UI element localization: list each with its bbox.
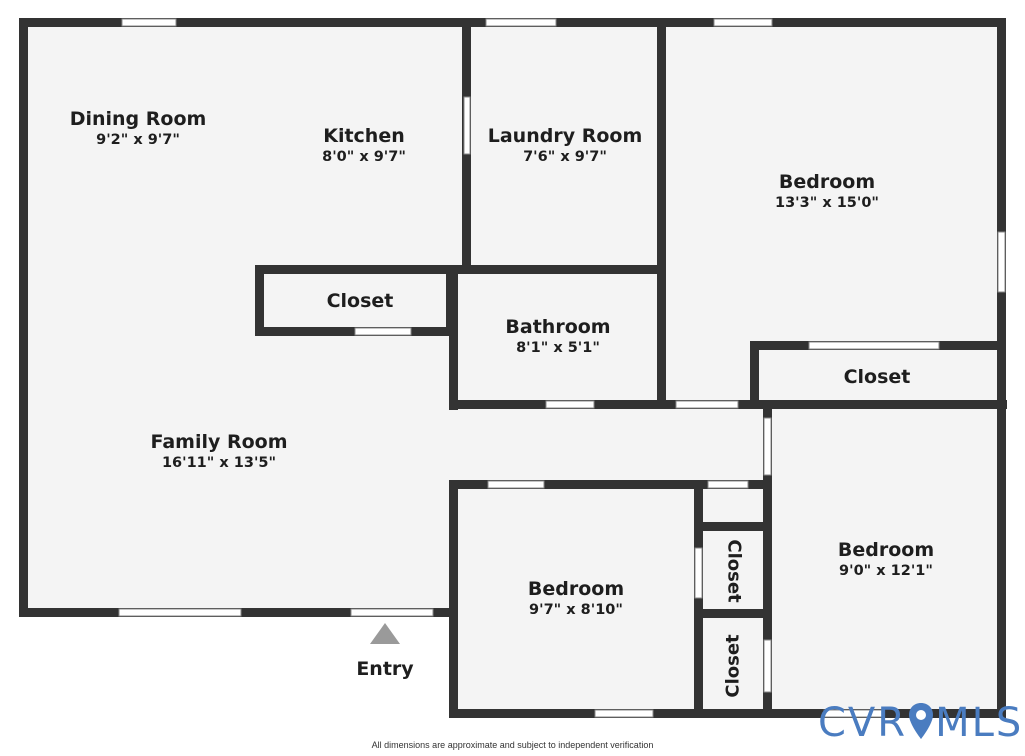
room-name: Bedroom [837,539,935,561]
room-laundry: Laundry Room 7'6" x 9'7" [488,125,643,167]
windows [118,18,1006,718]
wall-closet-top [255,265,665,274]
room-bedroom-right: Bedroom 9'0" x 12'1" [838,539,934,581]
room-closet-v2: Closet [722,634,744,698]
wall-left [19,18,28,617]
room-dims: 8'0" x 9'7" [322,149,406,165]
room-name: Kitchen [323,125,405,147]
wall-sc-1 [694,522,772,531]
disclaimer: All dimensions are approximate and subje… [371,740,654,750]
room-closet-hall: Closet [327,290,394,312]
wall-closet-left [255,265,264,336]
room-dims: 8'1" x 5'1" [516,340,600,356]
brand-text-left: CVR [818,700,908,746]
wall-bbed-top [449,480,772,489]
room-closet-v1: Closet [723,539,745,603]
room-dims: 9'0" x 12'1" [839,563,933,579]
wall-laundry-bedroom [657,18,666,408]
room-dims: 7'6" x 9'7" [523,149,607,165]
room-bedroom-main: Bedroom 13'3" x 15'0" [775,171,879,213]
wall-rbed-left [763,400,772,718]
wall-sc-2 [694,609,772,618]
entry-arrow-icon [370,623,400,644]
room-name: Family Room [150,431,288,453]
room-dims: 13'3" x 15'0" [775,195,879,211]
room-closet-right: Closet [844,366,911,388]
room-name: Laundry Room [487,125,643,147]
room-dims: 9'7" x 8'10" [529,602,623,618]
room-name: Dining Room [69,108,207,130]
brand-text-right: MLS [935,700,1024,746]
room-name: Closet [326,290,394,312]
room-bathroom: Bathroom 8'1" x 5'1" [505,316,610,358]
entry-label: Entry [356,658,414,680]
room-kitchen: Kitchen 8'0" x 9'7" [322,125,406,167]
wall-right [997,18,1006,718]
map-pin-icon [909,703,934,739]
room-name: Bedroom [527,578,625,600]
room-bedroom-bottom: Bedroom 9'7" x 8'10" [528,578,624,620]
room-family: Family Room 16'11" x 13'5" [150,431,287,473]
room-dims: 9'2" x 9'7" [96,132,180,148]
room-dims: 16'11" x 13'5" [161,455,277,471]
floor-fill [20,19,1005,717]
room-name: Closet [843,366,911,388]
room-dining: Dining Room 9'2" x 9'7" [70,108,207,150]
wall-bottom-right [449,709,1006,718]
wall-bbed-right [694,480,703,718]
wall-bath-left [449,265,458,410]
wall-rcloset-left [750,341,759,409]
wall-step [449,480,458,718]
room-name: Bedroom [778,171,876,193]
brand-logo: CVR MLS [818,700,1023,746]
room-name: Bathroom [505,316,611,338]
